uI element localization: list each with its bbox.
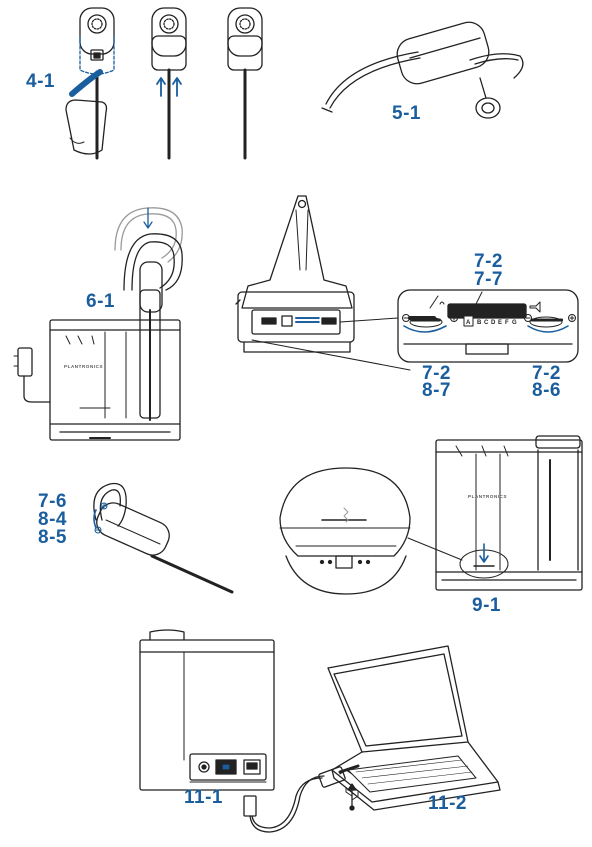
headset-boom-view-3 bbox=[227, 7, 263, 160]
dial-zoom-panel bbox=[397, 289, 579, 363]
label-7-2-right: 7-2 bbox=[532, 363, 561, 384]
base-rear-usb-view bbox=[139, 629, 275, 791]
dial-letters: A B C D E F G bbox=[463, 315, 517, 327]
label-7-7: 7-7 bbox=[474, 269, 503, 290]
label-7-2-top: 7-2 bbox=[474, 251, 503, 272]
label-5-1: 5-1 bbox=[392, 103, 421, 124]
label-11-2: 11-2 bbox=[428, 793, 467, 814]
callout-line-upper bbox=[339, 317, 399, 323]
dial-letter-a: A bbox=[466, 320, 471, 326]
base-with-headset: PLANTRONICS bbox=[13, 207, 183, 441]
label-4-1: 4-1 bbox=[26, 71, 55, 92]
label-8-6: 8-6 bbox=[532, 380, 561, 401]
base-rear-view bbox=[235, 195, 355, 353]
label-8-5: 8-5 bbox=[38, 527, 67, 548]
dial-letter-c: C bbox=[484, 320, 489, 326]
headset-boom-view-2 bbox=[151, 7, 187, 160]
usb-cable bbox=[243, 764, 360, 833]
label-7-6: 7-6 bbox=[38, 491, 67, 512]
subscribe-zoom-circle bbox=[279, 467, 463, 595]
label-6-1: 6-1 bbox=[86, 291, 115, 312]
label-9-1: 9-1 bbox=[472, 595, 501, 616]
dial-letter-g: G bbox=[512, 320, 517, 326]
dial-letter-e: E bbox=[498, 320, 502, 326]
label-8-7: 8-7 bbox=[422, 380, 451, 401]
dial-letter-f: F bbox=[505, 320, 509, 326]
laptop bbox=[327, 645, 501, 811]
usb-icon bbox=[345, 783, 359, 811]
dial-letter-b: B bbox=[477, 320, 482, 326]
callout-line-lower bbox=[251, 339, 411, 371]
headset-earloop bbox=[321, 21, 524, 119]
label-7-2-left: 7-2 bbox=[422, 363, 451, 384]
dial-letter-d: D bbox=[491, 320, 496, 326]
label-8-4: 8-4 bbox=[38, 509, 67, 530]
brand-logo: PLANTRONICS bbox=[64, 364, 103, 369]
base-front-view: PLANTRONICS bbox=[435, 435, 583, 591]
label-11-1: 11-1 bbox=[184, 787, 223, 808]
brand-logo-2: PLANTRONICS bbox=[468, 494, 507, 499]
headset-volume-view bbox=[93, 482, 234, 594]
headset-boom-view-1 bbox=[65, 7, 115, 160]
